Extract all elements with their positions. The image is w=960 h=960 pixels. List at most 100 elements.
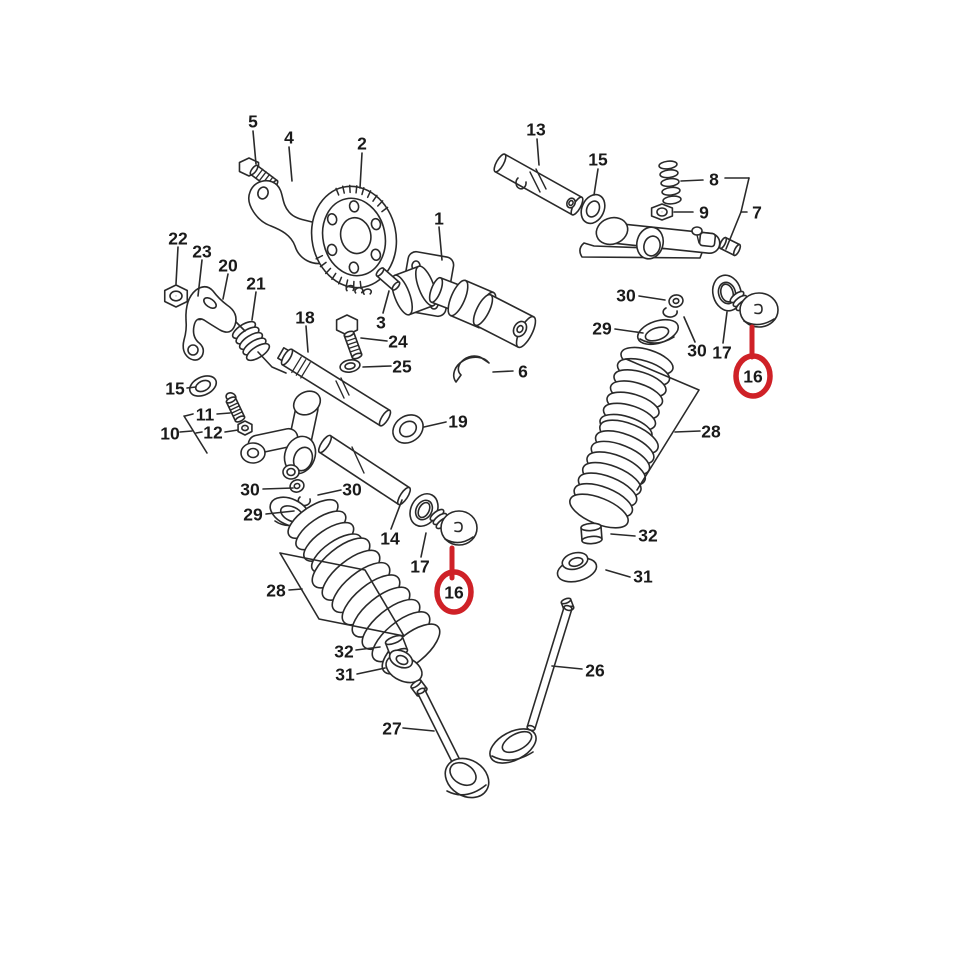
arm-20-hole: [187, 344, 199, 356]
part-label-25: 25: [392, 356, 412, 376]
shaft-13-band: [535, 168, 547, 190]
leader-line: [179, 430, 193, 433]
thread-mark: [348, 344, 359, 350]
leader-line: [722, 311, 728, 344]
part-label-6: 6: [518, 361, 528, 381]
rocker-7-pin: [732, 243, 742, 257]
bolt-24-shank: [351, 352, 363, 360]
leader-line: [382, 290, 390, 314]
keeper-30-right: [672, 297, 680, 305]
sprocket-bore: [339, 216, 372, 255]
seal-31-right-bore: [568, 556, 584, 568]
part-label-15: 15: [588, 149, 608, 169]
cap-16-right-rim: [743, 318, 775, 326]
leader-bracket: [279, 552, 405, 637]
part-label-12: 12: [203, 422, 223, 442]
sprocket-tooth: [366, 190, 372, 199]
part-label-28: 28: [266, 580, 286, 600]
leader-line: [438, 226, 443, 261]
rocker-7-fork: [698, 231, 717, 248]
guide-14-band: [351, 446, 365, 474]
part-label-10: 10: [160, 423, 180, 443]
leader-line: [317, 489, 342, 496]
leader-line: [362, 365, 392, 368]
part-label-2: 2: [357, 133, 367, 153]
thread-mark: [258, 171, 267, 182]
sprocket-tooth: [331, 272, 337, 281]
sprocket-tooth: [335, 187, 340, 196]
leader-bracket: [625, 358, 700, 491]
valve-26-head-rim: [491, 751, 534, 761]
sprocket-bolt-hole: [370, 217, 382, 231]
leader-line: [674, 430, 701, 433]
seal-17-right-mark: [719, 283, 735, 303]
leader-line: [265, 510, 295, 515]
leader-line: [216, 412, 231, 415]
leader-line: [492, 370, 514, 373]
sprocket-tooth: [345, 279, 349, 288]
sprocket-tooth: [372, 194, 378, 202]
cap-16-left-rim: [444, 536, 474, 544]
spring-21-leg: [235, 321, 246, 332]
sprocket-bolt-hole: [326, 243, 338, 257]
arm-20-slot: [203, 297, 217, 309]
leader-line: [305, 325, 309, 353]
part-label-13: 13: [526, 119, 546, 139]
arm-20: [182, 285, 237, 361]
leader-line: [638, 295, 666, 301]
spring-21-leg: [257, 351, 287, 374]
part-label-30: 30: [687, 340, 707, 360]
cap-16-left-mark: [454, 521, 463, 533]
leader-line: [252, 130, 257, 165]
spring-8: [658, 160, 678, 170]
bolt-24-shank: [343, 330, 355, 338]
leader-line: [605, 569, 631, 578]
leader-line: [195, 431, 203, 434]
part-label-32: 32: [638, 525, 658, 545]
leader-line: [197, 259, 203, 297]
leader-line: [420, 532, 427, 558]
part-label-highlighted-16: 16: [444, 582, 464, 602]
part-label-20: 20: [218, 255, 238, 275]
thread-mark: [349, 348, 361, 353]
pin-3: [391, 281, 401, 291]
part-label-26: 26: [585, 660, 605, 680]
rocker-arm-left-boss: [286, 467, 296, 477]
part-label-23: 23: [192, 241, 212, 261]
spring-8: [662, 195, 682, 205]
sprocket-mark: [354, 286, 364, 294]
sprocket-tooth: [361, 187, 365, 196]
leader-line: [390, 499, 403, 530]
thread-mark: [228, 402, 239, 408]
leader-line: [288, 588, 303, 591]
part-label-14: 14: [380, 528, 400, 548]
valve-27-head: [444, 757, 490, 799]
guide-14: [396, 486, 412, 506]
sprocket-bolt-hole: [348, 261, 360, 274]
shaft-18-band: [340, 377, 350, 396]
spring-8: [659, 169, 679, 179]
thread-mark: [229, 405, 240, 411]
sprocket-tooth: [377, 200, 384, 207]
part-label-3: 3: [376, 312, 386, 332]
rocker-7-tappet: [696, 234, 700, 244]
screw-11: [234, 415, 246, 423]
camshaft-journal: [428, 276, 444, 304]
camshaft-lobe: [447, 279, 469, 317]
pin-3: [375, 267, 385, 277]
cam-sprocket-2: [310, 184, 398, 295]
seal-31-left-bore: [395, 654, 409, 666]
part-label-11: 11: [196, 404, 215, 424]
rocker-7-barrel-bore: [643, 235, 661, 257]
leader-line: [222, 273, 229, 300]
leader-line: [224, 429, 239, 433]
part-label-9: 9: [699, 202, 709, 222]
leader-line: [683, 316, 696, 343]
sprocket-bolt-hole: [326, 212, 338, 226]
collar-32-right: [581, 535, 603, 545]
part-label-17: 17: [712, 342, 731, 362]
leader-line: [355, 646, 381, 651]
part-label-15: 15: [165, 378, 185, 398]
thread-mark: [231, 408, 242, 414]
